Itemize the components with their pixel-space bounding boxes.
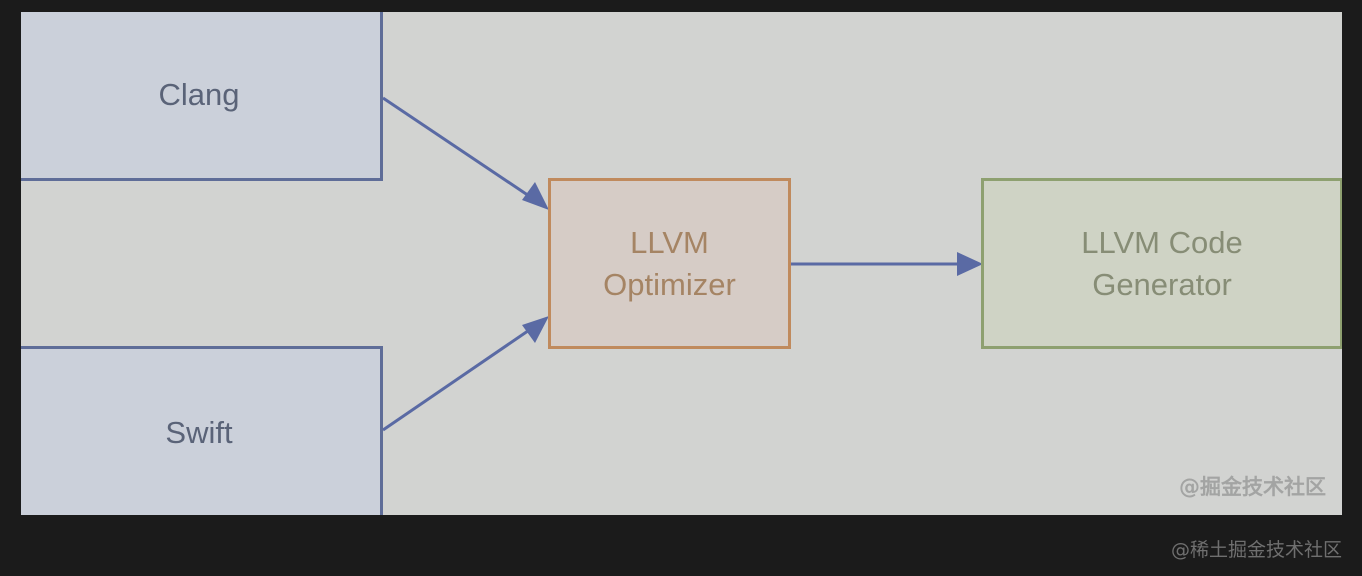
llvm-code-generator-box: LLVM Code Generator bbox=[981, 178, 1342, 349]
arrowhead-optimizer-to-codegen bbox=[957, 252, 983, 276]
clang-box: Clang bbox=[21, 12, 383, 181]
arrow-clang-to-optimizer bbox=[382, 96, 542, 206]
arrowhead-clang-to-optimizer bbox=[522, 182, 549, 210]
diagram-arrows bbox=[382, 96, 983, 432]
llvm-code-generator-label: LLVM Code Generator bbox=[1081, 224, 1243, 302]
outer-watermark: @稀土掘金技术社区 bbox=[1170, 539, 1342, 561]
clang-label: Clang bbox=[158, 76, 240, 112]
llvm-optimizer-box: LLVM Optimizer bbox=[548, 178, 791, 349]
llvm-optimizer-label: LLVM Optimizer bbox=[603, 224, 736, 302]
swift-label: Swift bbox=[165, 414, 233, 450]
arrow-swift-to-optimizer bbox=[382, 320, 542, 432]
inner-watermark: @掘金技术社区 bbox=[1179, 475, 1326, 499]
arrowhead-swift-to-optimizer bbox=[522, 316, 549, 343]
swift-box: Swift bbox=[21, 346, 383, 515]
diagram-slide: Clang Swift LLVM Optimizer LLVM Code Gen… bbox=[21, 12, 1342, 515]
